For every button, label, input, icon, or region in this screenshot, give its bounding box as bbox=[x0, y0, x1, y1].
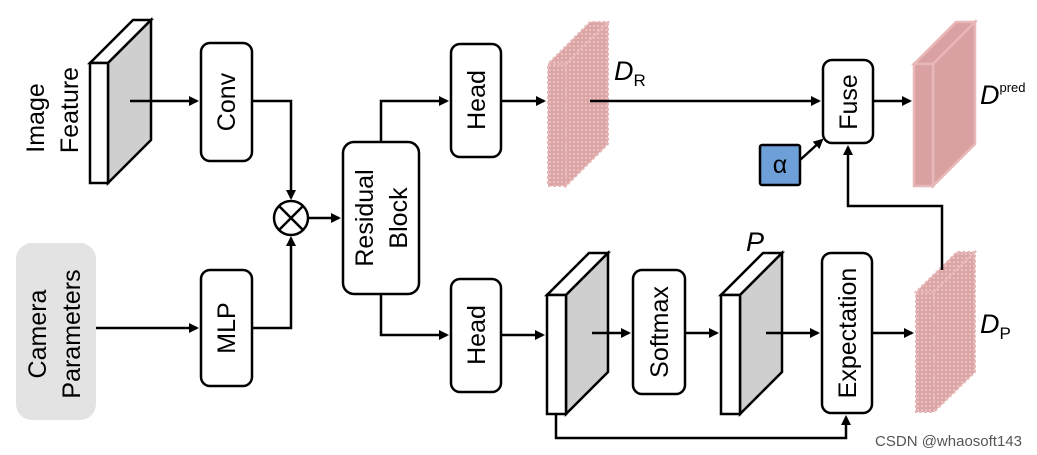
mlp-block: MLP bbox=[199, 268, 254, 388]
d-r-label-sub: R bbox=[634, 71, 646, 90]
d-pred-label-sup: pred bbox=[1000, 80, 1026, 95]
arrow-feature-to-expectation bbox=[554, 414, 851, 440]
d-r-label-base: D bbox=[614, 56, 634, 86]
bottom-feature-tensor bbox=[543, 249, 612, 418]
conv-label: Conv bbox=[213, 72, 241, 131]
image-feature-label: Image Feature bbox=[22, 67, 84, 153]
image-feature-label-line1: Image bbox=[22, 83, 50, 152]
watermark: CSDN @whaosoft143 bbox=[875, 433, 1022, 450]
arrow-residual-to-head-top bbox=[379, 96, 449, 142]
head-bottom-block: Head bbox=[449, 277, 503, 394]
image-feature-label-line2: Feature bbox=[56, 67, 84, 153]
residual-block-line1: Residual bbox=[351, 169, 379, 266]
alpha-label: α bbox=[773, 151, 787, 179]
expectation-label: Expectation bbox=[834, 268, 862, 399]
camera-parameters-line1: Camera bbox=[24, 289, 52, 378]
d-pred-label-base: D bbox=[980, 80, 1000, 110]
arrow-alpha-to-fuse bbox=[799, 138, 824, 161]
camera-parameters-line2: Parameters bbox=[58, 269, 86, 398]
d-pred-label: Dpred bbox=[980, 80, 1026, 110]
arrow-mlp-to-multiply bbox=[252, 236, 296, 330]
d-p-tensor bbox=[913, 249, 978, 415]
residual-block-line2: Block bbox=[385, 187, 413, 249]
d-r-tensor bbox=[545, 19, 611, 189]
d-p-label: DP bbox=[980, 309, 1011, 343]
softmax-block: Softmax bbox=[631, 268, 687, 396]
alpha-block: α bbox=[758, 143, 802, 187]
d-p-label-base: D bbox=[980, 309, 1000, 339]
p-label: P bbox=[746, 227, 764, 257]
arrow-conv-to-multiply bbox=[252, 99, 296, 200]
expectation-block: Expectation bbox=[820, 251, 874, 415]
head-bottom-label: Head bbox=[463, 305, 491, 365]
arrow-residual-to-head-bottom bbox=[379, 294, 449, 340]
d-p-label-sub: P bbox=[1000, 324, 1011, 343]
mlp-label: MLP bbox=[213, 302, 241, 353]
fuse-label: Fuse bbox=[835, 74, 863, 130]
fuse-block: Fuse bbox=[821, 58, 875, 145]
residual-block: Residual Block bbox=[341, 140, 421, 296]
conv-block: Conv bbox=[199, 41, 254, 163]
multiply-operator bbox=[272, 199, 310, 237]
d-pred-tensor bbox=[910, 18, 979, 190]
d-r-label: DR bbox=[614, 56, 646, 90]
connectors bbox=[96, 96, 944, 440]
image-feature-tensor bbox=[86, 16, 155, 187]
softmax-label: Softmax bbox=[646, 286, 674, 378]
head-top-label: Head bbox=[463, 70, 491, 130]
camera-parameters-box bbox=[16, 243, 96, 420]
p-tensor bbox=[717, 249, 786, 418]
head-top-block: Head bbox=[449, 42, 503, 159]
arrow-dp-to-fuse bbox=[843, 145, 944, 270]
